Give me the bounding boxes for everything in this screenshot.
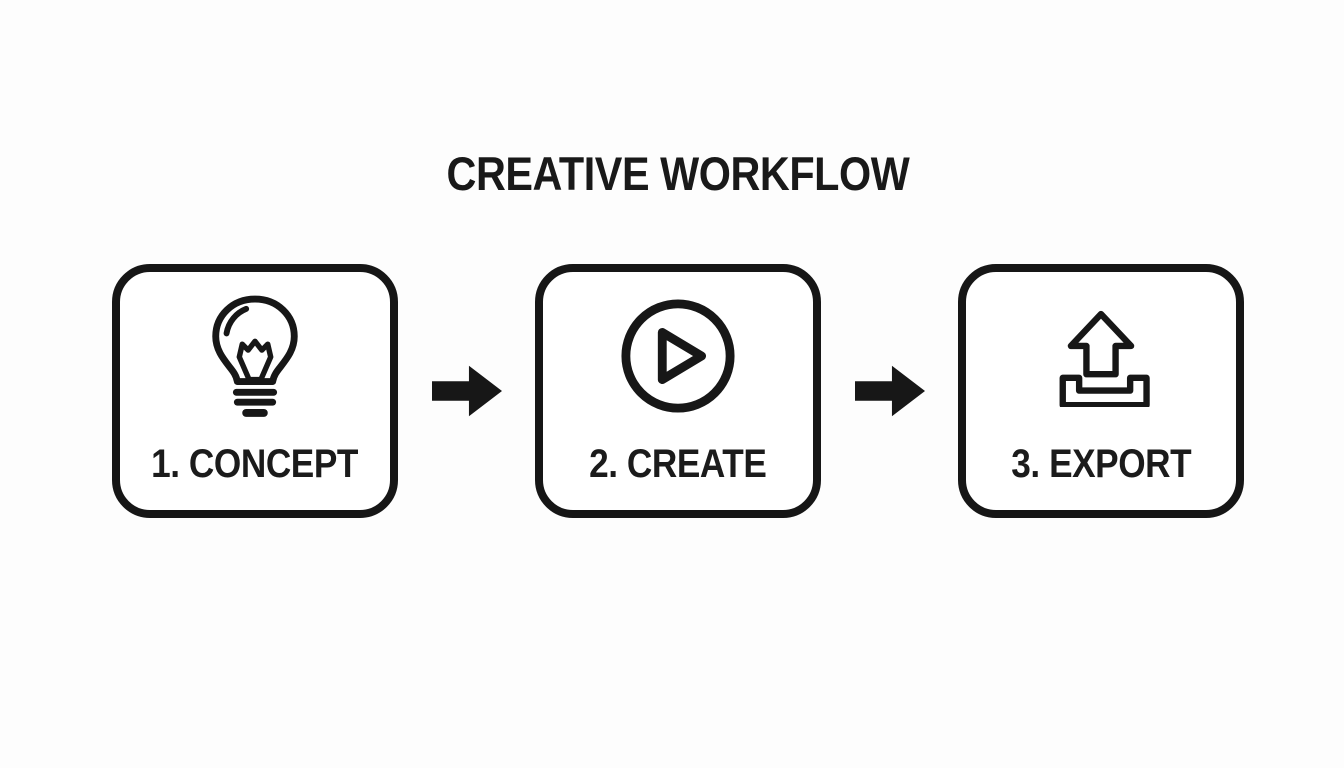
- arrow-right-icon: [854, 365, 925, 417]
- page-title-text: CREATIVE WORKFLOW: [446, 147, 910, 200]
- step-label: 2. CREATE: [577, 442, 778, 486]
- page-title: CREATIVE WORKFLOW: [112, 150, 1244, 197]
- workflow-flow: 1. CONCEPT 2. CREATE: [112, 264, 1244, 518]
- step-label-text: 1. CONCEPT: [151, 442, 359, 486]
- step-card-concept: 1. CONCEPT: [112, 264, 398, 518]
- step-card-create: 2. CREATE: [535, 264, 821, 518]
- step-label-text: 3. EXPORT: [1011, 442, 1191, 486]
- step-card-export: 3. EXPORT: [958, 264, 1244, 518]
- flow-connector: [854, 365, 925, 417]
- upload-icon: [1059, 310, 1150, 407]
- lightbulb-icon: [212, 295, 298, 417]
- step-label: 3. EXPORT: [999, 442, 1203, 486]
- flow-connector: [431, 365, 502, 417]
- step-label-text: 2. CREATE: [589, 442, 767, 486]
- step-icon-wrap: [619, 286, 737, 426]
- play-icon: [621, 299, 735, 413]
- step-label: 1. CONCEPT: [137, 442, 372, 486]
- arrow-right-icon: [431, 365, 502, 417]
- step-icon-wrap: [1050, 286, 1152, 426]
- step-icon-wrap: [201, 286, 309, 426]
